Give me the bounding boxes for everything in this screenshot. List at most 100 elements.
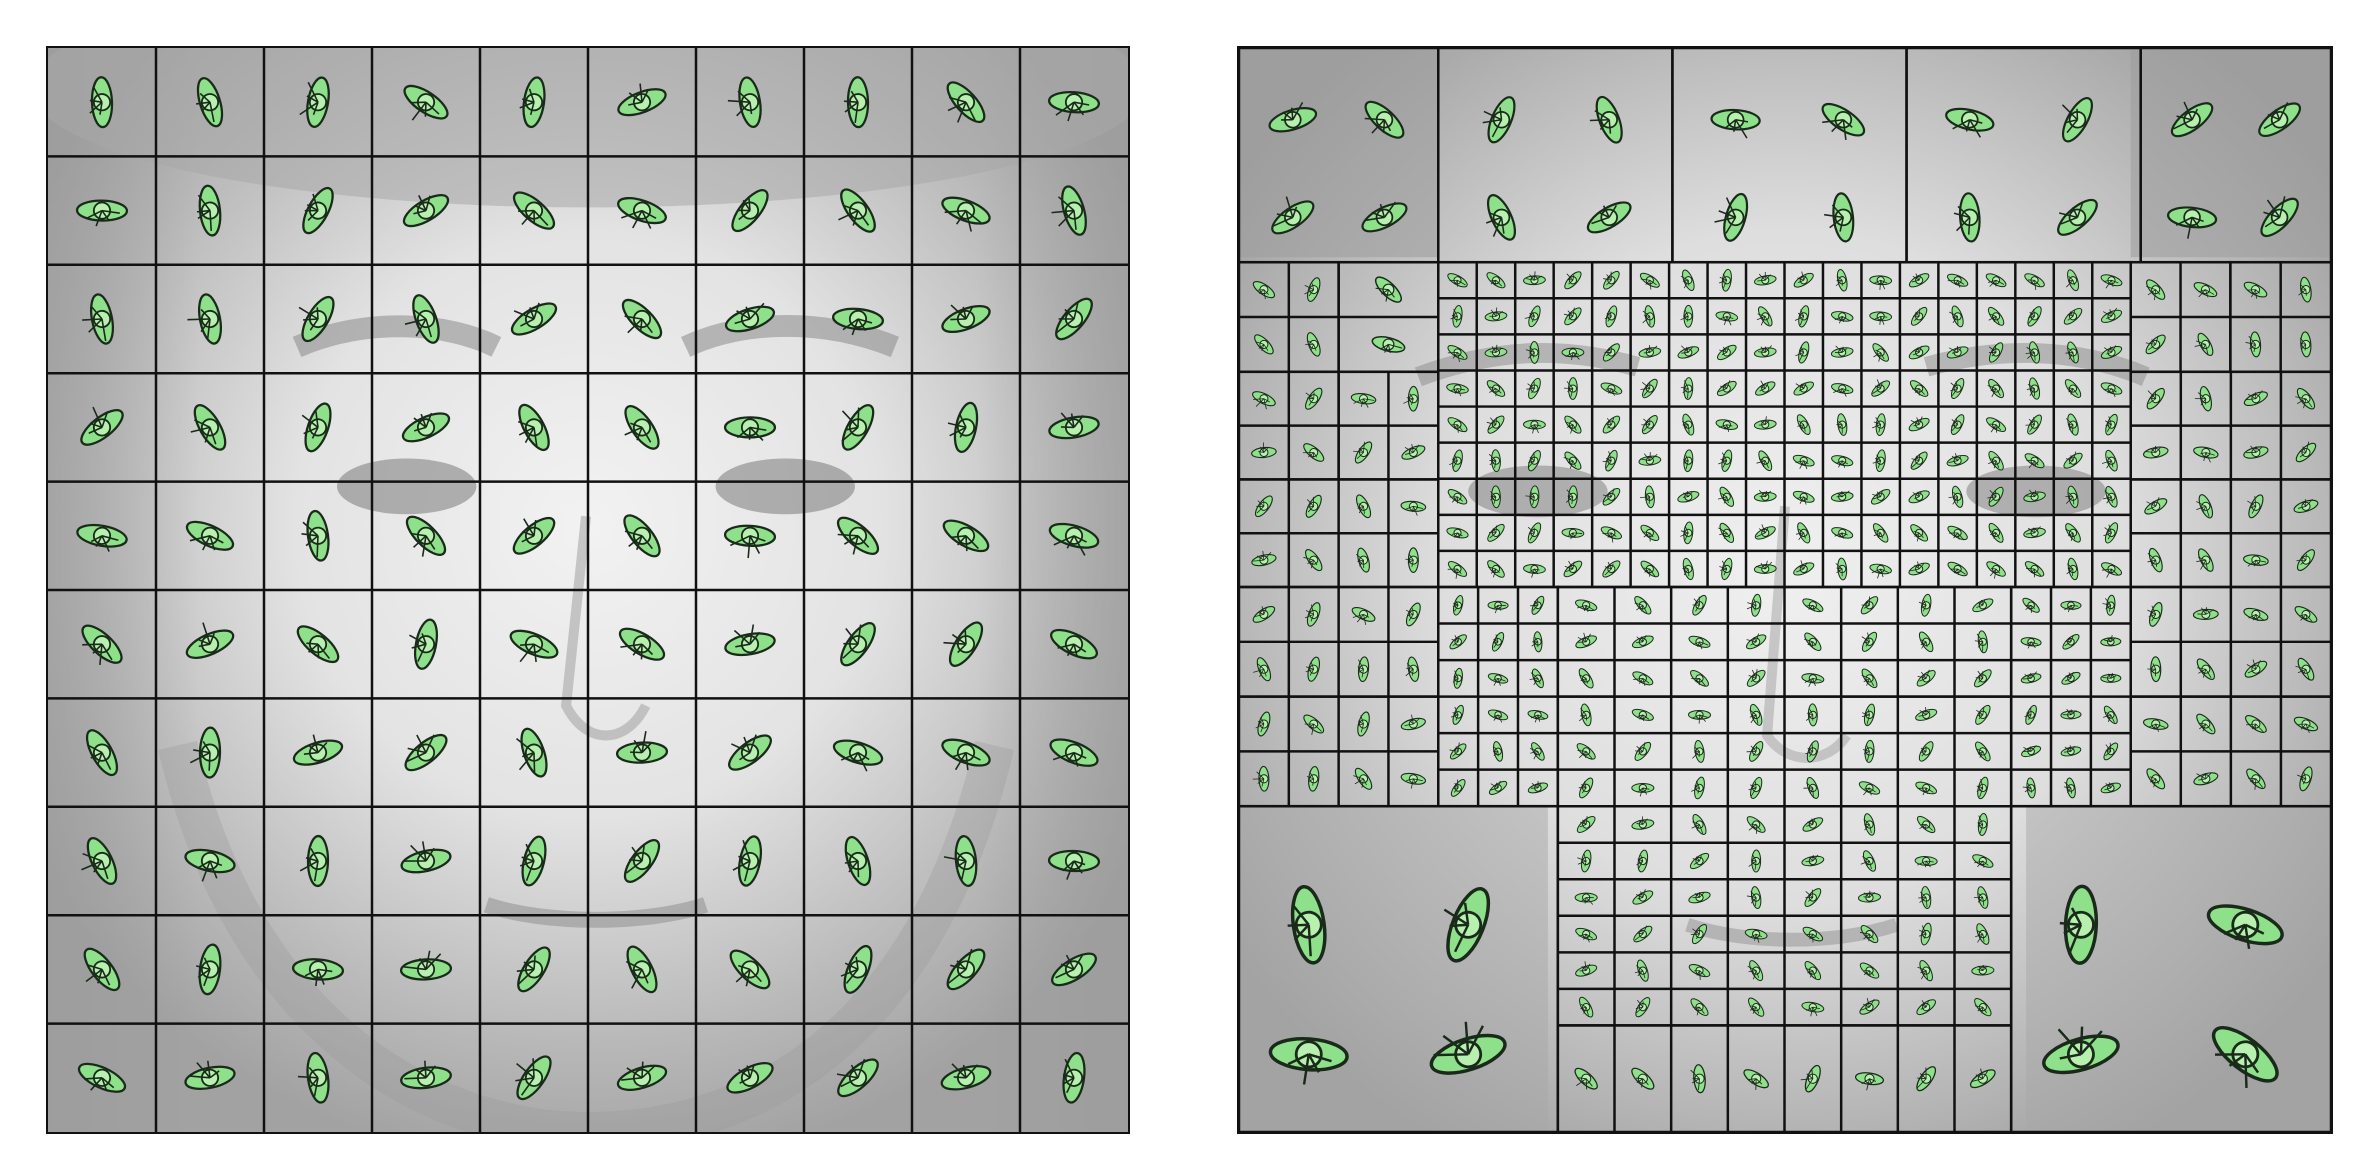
orientation-glyph	[1908, 561, 1930, 576]
orientation-glyph	[728, 734, 772, 771]
orientation-glyph	[292, 734, 344, 766]
orientation-glyph	[1747, 960, 1764, 982]
orientation-glyph	[1252, 391, 1276, 410]
orientation-glyph	[1715, 311, 1739, 326]
orientation-glyph	[2103, 742, 2119, 761]
orientation-glyph	[1988, 342, 2004, 363]
orientation-glyph	[2105, 413, 2118, 436]
orientation-glyph	[2258, 102, 2302, 138]
orientation-glyph	[516, 946, 551, 993]
orientation-glyph	[1830, 345, 1854, 358]
orientation-glyph	[1680, 377, 1694, 400]
orientation-glyph	[2243, 607, 2269, 622]
orientation-glyph	[2065, 523, 2081, 543]
orientation-glyph	[1565, 485, 1578, 509]
orientation-glyph	[1802, 817, 1824, 832]
orientation-glyph	[1794, 305, 1810, 328]
orientation-glyph	[1487, 523, 1505, 542]
orientation-glyph	[1947, 561, 1968, 577]
orientation-glyph	[1563, 451, 1582, 470]
orientation-glyph	[75, 199, 129, 227]
left-eyebrow	[292, 315, 502, 358]
orientation-glyph	[941, 196, 991, 232]
orientation-glyph	[1529, 668, 1544, 689]
right-eye	[715, 458, 856, 515]
orientation-glyph	[1488, 780, 1508, 795]
orientation-glyph	[1302, 443, 1325, 462]
orientation-glyph	[729, 949, 771, 990]
orientation-glyph	[2025, 414, 2042, 435]
orientation-glyph	[1631, 1067, 1655, 1090]
orientation-glyph	[1575, 961, 1598, 977]
orientation-glyph	[1631, 708, 1654, 721]
orientation-glyph	[81, 624, 123, 666]
orientation-glyph	[2295, 441, 2317, 463]
orientation-glyph	[1718, 268, 1732, 292]
orientation-glyph	[1486, 380, 1506, 397]
orientation-glyph	[1871, 379, 1891, 397]
orientation-glyph	[510, 302, 558, 336]
orientation-glyph	[291, 958, 345, 987]
orientation-glyph	[1687, 709, 1712, 724]
orientation-glyph	[1638, 452, 1662, 466]
orientation-glyph	[76, 523, 128, 552]
orientation-glyph	[1254, 495, 1273, 518]
orientation-glyph	[2296, 549, 2315, 572]
orientation-glyph	[2295, 387, 2316, 410]
orientation-glyph	[1869, 311, 1893, 325]
orientation-glyph	[1529, 742, 1545, 761]
orientation-glyph	[301, 509, 330, 562]
orientation-glyph	[1985, 273, 2007, 288]
orientation-glyph	[1831, 383, 1854, 397]
orientation-glyph	[1718, 449, 1733, 472]
orientation-glyph	[1361, 201, 1408, 233]
orientation-glyph	[941, 304, 991, 334]
orientation-glyph	[625, 945, 658, 994]
orientation-glyph	[1975, 741, 1991, 762]
orientation-glyph	[1680, 521, 1694, 545]
orientation-glyph	[2193, 446, 2219, 463]
orientation-glyph	[1305, 332, 1321, 357]
orientation-glyph	[1635, 996, 1651, 1018]
mouth	[483, 897, 709, 928]
orientation-glyph	[1793, 381, 1815, 396]
orientation-glyph	[1801, 1001, 1825, 1017]
orientation-glyph	[1690, 669, 1709, 687]
right-grid-lines	[1239, 48, 2331, 1132]
orientation-glyph	[1683, 449, 1694, 473]
orientation-glyph	[1915, 781, 1938, 796]
orientation-glyph	[1561, 527, 1585, 540]
orientation-glyph	[1351, 606, 1376, 625]
orientation-glyph	[1854, 1072, 1885, 1091]
orientation-glyph	[1252, 605, 1276, 623]
orientation-glyph	[831, 307, 885, 336]
orientation-glyph	[2022, 777, 2036, 799]
orientation-glyph	[1872, 413, 1886, 436]
orientation-glyph	[190, 404, 227, 451]
orientation-glyph	[1486, 272, 1506, 289]
orientation-glyph	[1636, 849, 1649, 873]
orientation-glyph	[1688, 964, 1711, 981]
orientation-glyph	[409, 618, 439, 670]
orientation-glyph	[1490, 485, 1501, 509]
orientation-glyph	[2103, 522, 2119, 544]
orientation-glyph	[1051, 185, 1087, 236]
orientation-glyph	[1353, 767, 1373, 790]
orientation-glyph	[1526, 377, 1541, 400]
orientation-glyph	[184, 848, 236, 882]
orientation-glyph	[1405, 656, 1420, 682]
orientation-glyph	[1401, 444, 1426, 460]
orientation-glyph	[1748, 849, 1762, 873]
orientation-glyph	[1600, 382, 1623, 396]
orientation-glyph	[2024, 453, 2045, 469]
orientation-glyph	[2103, 705, 2118, 725]
neck-lower-left	[1239, 805, 1548, 1132]
orientation-glyph	[1047, 90, 1101, 122]
orientation-glyph	[1753, 416, 1777, 430]
orientation-glyph	[509, 629, 559, 663]
orientation-glyph	[1523, 419, 1546, 434]
orientation-glyph	[189, 726, 222, 779]
orientation-glyph	[1631, 816, 1655, 830]
orientation-glyph	[1486, 415, 1505, 434]
orientation-glyph	[1914, 856, 1938, 868]
